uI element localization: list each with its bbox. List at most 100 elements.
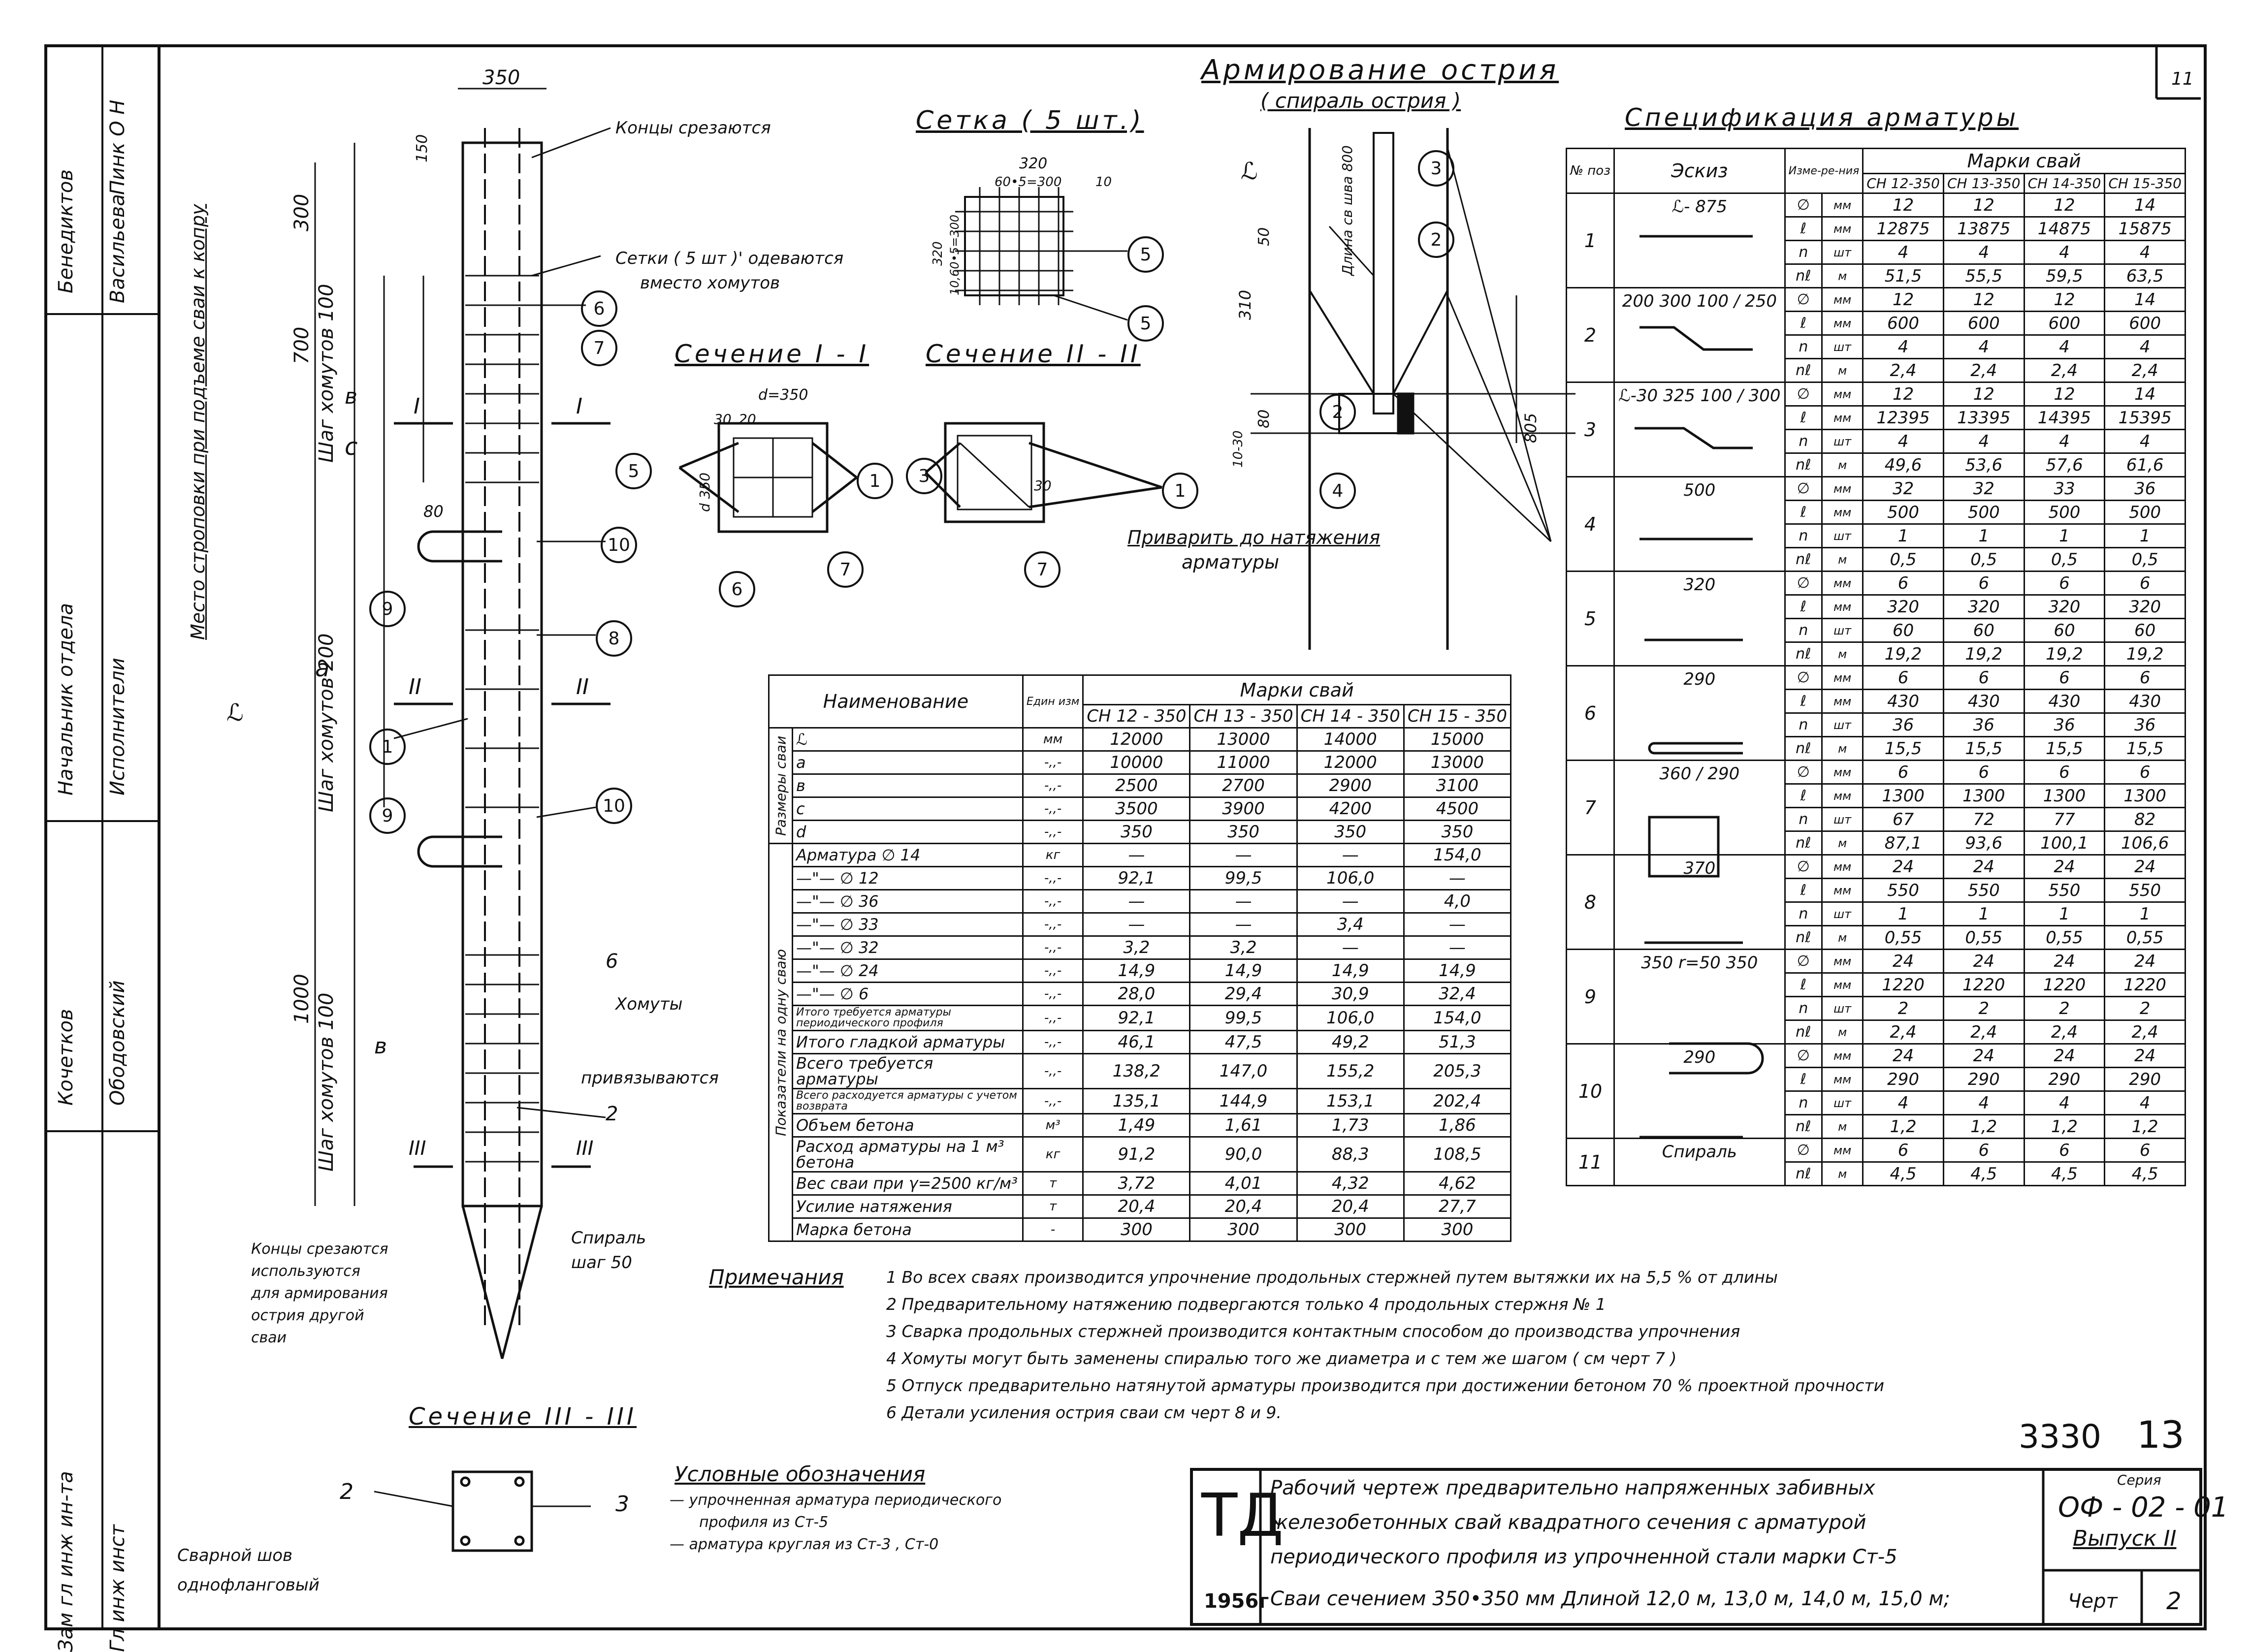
spec-value: 0,55 [1942, 925, 2025, 950]
cell-value: 3,4 [1296, 912, 1405, 937]
tip-weld-to-2: арматуры [1182, 551, 1280, 573]
cell-value: — [1082, 912, 1191, 937]
cell-value: 29,4 [1189, 982, 1298, 1006]
mesh-dim-vert: 320 [931, 241, 945, 266]
spec-value: 12 [1942, 381, 2025, 407]
spec-unit: шт [1821, 901, 1864, 926]
spec-value: 6 [1942, 665, 2025, 690]
cell-value: 147,0 [1189, 1053, 1298, 1089]
dim-c: c [345, 433, 358, 461]
section-mark-II-left: II [409, 674, 421, 699]
spec-symbol: nℓ [1784, 1114, 1823, 1139]
spec-value: 550 [1942, 878, 2025, 903]
spec-value: 24 [1942, 1043, 2025, 1068]
mark-7: 7 [581, 330, 617, 366]
spec-symbol: n [1784, 1090, 1823, 1115]
section-2-mark-1: 1 [1162, 473, 1198, 509]
spec-value: 63,5 [2104, 263, 2186, 288]
spec-unit: мм [1821, 571, 1864, 596]
spec-value: 6 [2023, 760, 2106, 785]
cell-value: 92,1 [1082, 866, 1191, 890]
spec-unit: мм [1821, 216, 1864, 241]
mark-9-bottom: 9 [369, 797, 406, 834]
cell-value: 350 [1082, 820, 1191, 844]
spec-unit: шт [1821, 240, 1864, 265]
spec-value: 0,5 [2104, 547, 2186, 572]
spec-title: Спецификация арматуры [1625, 103, 2019, 132]
legend-line-1b: профиля из Ст-5 [699, 1514, 829, 1531]
callout-ends-used: используются [251, 1263, 360, 1280]
spec-value: 19,2 [1942, 641, 2025, 667]
cell-value: 90,0 [1189, 1136, 1298, 1173]
weld-label-2: однофланговый [177, 1575, 320, 1595]
row-unit: кг [1022, 843, 1084, 867]
spec-value: 12 [1942, 287, 2025, 312]
sheet-number: 2 [2166, 1588, 2182, 1615]
row-unit: -,,- [1022, 1005, 1084, 1031]
series-label: Серия [2117, 1472, 2161, 1488]
cell-value: 14,9 [1296, 958, 1405, 983]
spec-value: 24 [2104, 949, 2186, 974]
cell-value: 1,86 [1403, 1113, 1512, 1138]
spec-value: 500 [1942, 500, 2025, 525]
spec-value: 12 [2023, 381, 2106, 407]
spec-value: 6 [1862, 665, 1944, 690]
spec-header-pos: № поз [1565, 148, 1615, 194]
cell-value: 108,5 [1403, 1136, 1512, 1173]
section-1-dim-30: 30 [714, 411, 732, 427]
spec-symbol: ℓ [1784, 216, 1823, 241]
main-col-sn14: СН 14 - 350 [1296, 704, 1405, 729]
cell-value: 3,2 [1082, 935, 1191, 960]
td-logo: ТД [1201, 1482, 1284, 1550]
row-unit: -,,- [1022, 1088, 1084, 1114]
cell-value: 106,0 [1296, 866, 1405, 890]
cell-value: 350 [1403, 820, 1512, 844]
spec-value: 600 [2023, 311, 2106, 336]
spec-header-marks: Марки свай [1862, 148, 2186, 174]
cell-value: 12000 [1082, 727, 1191, 752]
spec-value: 15,5 [1942, 736, 2025, 761]
mesh-dim-vert-2: 10,60•5=300 [948, 214, 962, 295]
spec-unit: шт [1821, 618, 1864, 643]
spec-value: 1 [2023, 901, 2106, 926]
dim-b-bottom: в [374, 1034, 387, 1059]
spec-symbol: ∅ [1784, 949, 1823, 974]
tip-subtitle: ( спираль острия ) [1260, 89, 1461, 113]
spec-symbol: n [1784, 523, 1823, 548]
row-unit: -,,- [1022, 773, 1084, 798]
spec-value: 320 [2023, 594, 2106, 619]
spec-value: 290 [1862, 1067, 1944, 1092]
spec-value: 500 [1862, 500, 1944, 525]
row-name: Арматура ∅ 14 [792, 843, 1024, 867]
tip-mark-2-bottom: 2 [1319, 394, 1356, 430]
notes-title: Примечания [709, 1265, 844, 1289]
cell-value: 30,9 [1296, 982, 1405, 1006]
spec-value: 6 [2104, 665, 2186, 690]
cell-value: 20,4 [1082, 1194, 1191, 1219]
spec-symbol: n [1784, 996, 1823, 1021]
spec-value: 15,5 [2023, 736, 2106, 761]
spec-unit: шт [1821, 712, 1864, 737]
spec-value: 14 [2104, 192, 2186, 218]
spec-value: 550 [2023, 878, 2106, 903]
row-unit: -,,- [1022, 958, 1084, 983]
mesh-title: Сетка ( 5 шт.) [916, 106, 1144, 135]
spec-value: 13875 [1942, 216, 2025, 241]
spec-value: 0,5 [1942, 547, 2025, 572]
spec-symbol: nℓ [1784, 641, 1823, 667]
spec-symbol: ℓ [1784, 878, 1823, 903]
spec-value: 24 [2023, 1043, 2106, 1068]
spec-unit: мм [1821, 760, 1864, 785]
row-unit: кг [1022, 1136, 1084, 1173]
section-1-dim-left: d 350 [697, 472, 713, 512]
cell-value: 3900 [1189, 796, 1298, 821]
